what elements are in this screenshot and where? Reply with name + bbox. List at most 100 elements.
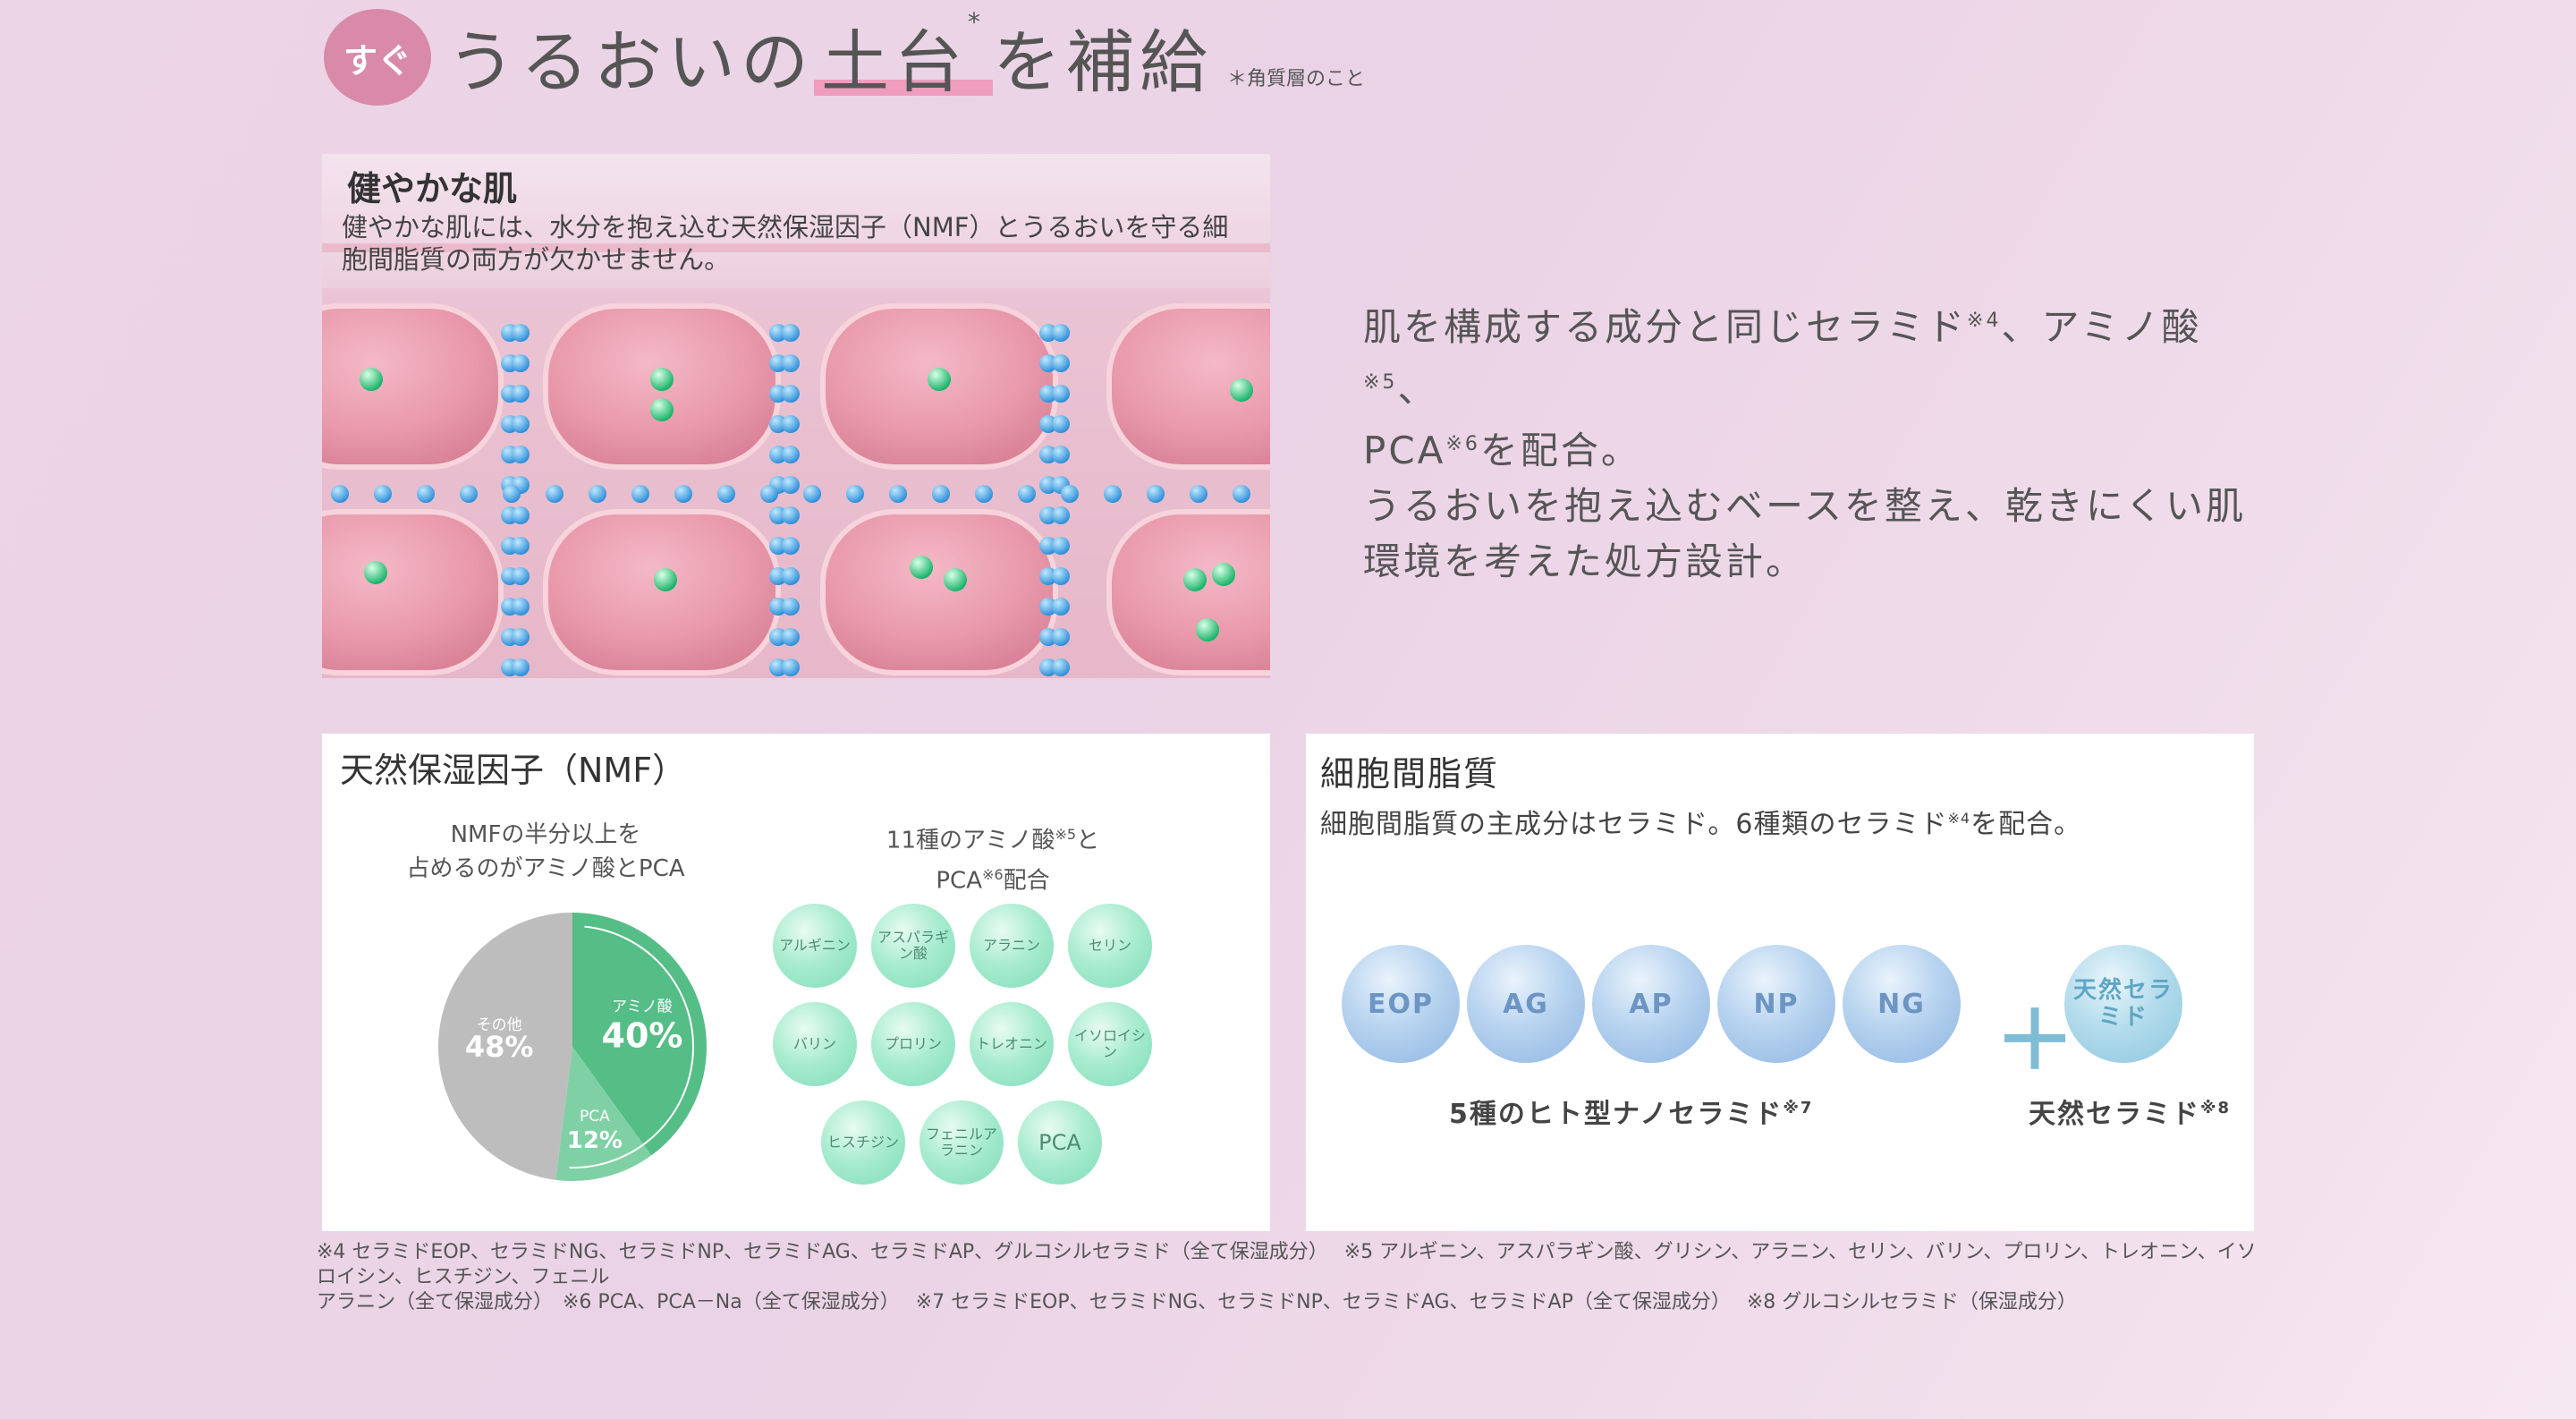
water-dot	[1052, 385, 1070, 403]
water-dot	[1052, 506, 1070, 524]
pie-value-2: 48%	[465, 1030, 534, 1064]
nano-ceramide-label: 5種のヒト型ナノセラミド※7	[1449, 1099, 1814, 1130]
water-dot	[782, 446, 800, 463]
water-dot	[512, 628, 530, 646]
water-dot	[417, 485, 435, 503]
nmf-dot	[360, 368, 383, 391]
nmf-dot	[928, 368, 951, 391]
nmf-dot	[910, 556, 933, 579]
water-dot	[1052, 598, 1070, 616]
water-dot	[460, 485, 478, 503]
water-dot	[1039, 415, 1057, 433]
footnote-line-1: ※4 セラミドEOP、セラミドNG、セラミドNP、セラミドAG、セラミドAP、グ…	[317, 1241, 2257, 1288]
water-dot	[1039, 324, 1057, 342]
water-dot	[769, 446, 787, 463]
headline-pre: うるおいの	[447, 22, 814, 102]
water-dot	[769, 537, 787, 555]
lipid-title: 細胞間脂質	[1320, 754, 1500, 794]
water-dot	[760, 485, 778, 503]
water-dot	[1039, 506, 1057, 524]
lipid-description: 細胞間脂質の主成分はセラミド。6種類のセラミド※4を配合。	[1320, 809, 2082, 840]
skin-cell	[1106, 303, 1270, 470]
water-dot	[782, 659, 800, 676]
ceramide-sphere-eop: EOP	[1342, 945, 1460, 1063]
water-dot	[769, 415, 787, 433]
skin-cell	[543, 509, 781, 676]
skin-cell	[1106, 509, 1270, 676]
water-dot	[782, 567, 800, 585]
pie-slice-1	[555, 1047, 652, 1181]
nmf-dot	[1212, 563, 1235, 586]
headline: うるおいの土台*を補給	[447, 7, 1213, 106]
water-dot	[932, 485, 950, 503]
pie-slice-0	[572, 913, 707, 1156]
water-dot	[769, 598, 787, 616]
amino-acid-sphere: セリン	[1068, 904, 1152, 988]
ceramide-sphere-ng: NG	[1843, 945, 1961, 1063]
water-dot	[331, 485, 349, 503]
ceramide-sphere-ag: AG	[1467, 945, 1585, 1063]
water-dot	[512, 385, 530, 403]
footnotes: ※4 セラミドEOP、セラミドNG、セラミドNP、セラミドAG、セラミドAP、グ…	[317, 1240, 2267, 1315]
footnote-line-2: アラニン（全て保湿成分） ※6 PCA、PCA－Na（全て保湿成分） ※7 セラ…	[317, 1291, 2077, 1313]
water-dot	[1039, 628, 1057, 646]
water-dot	[512, 659, 530, 676]
headline-highlight: 土台*	[814, 7, 993, 102]
water-dot	[1147, 485, 1165, 503]
water-dot	[1052, 628, 1070, 646]
nmf-dot	[1230, 378, 1253, 402]
nmf-dot	[364, 561, 387, 584]
water-dot	[589, 485, 606, 503]
nmf-dot	[1196, 618, 1219, 642]
skin-cell	[322, 509, 504, 676]
water-dot	[512, 567, 530, 585]
water-dot	[674, 485, 692, 503]
water-dot	[782, 628, 800, 646]
water-dot	[1052, 446, 1070, 463]
water-dot	[1039, 537, 1057, 555]
badge: すぐ	[324, 9, 431, 106]
water-dot	[769, 324, 787, 342]
nmf-dot	[654, 568, 677, 591]
nmf-title: 天然保湿因子（NMF）	[340, 751, 687, 790]
skin-illustration: 健やかな肌 健やかな肌には、水分を抱え込む天然保湿因子（NMF）とうるおいを守る…	[322, 154, 1270, 678]
water-dot	[1052, 324, 1070, 342]
natural-ceramide-label: 天然セラミド	[2072, 977, 2174, 1031]
water-dot	[1061, 485, 1079, 503]
water-dot	[512, 537, 530, 555]
pie-slice-2	[437, 913, 572, 1180]
water-dot	[769, 628, 787, 646]
ceramide-description: 肌を構成する成分と同じセラミド※4、アミノ酸※5、 PCA※6を配合。 うるおい…	[1363, 305, 2247, 583]
water-dot	[631, 485, 649, 503]
water-dot	[782, 506, 800, 524]
pie-label-0: アミノ酸	[612, 998, 673, 1016]
skin-cells-illustration	[322, 243, 1270, 678]
water-dot	[1104, 485, 1122, 503]
water-dot	[782, 476, 800, 494]
water-dot	[1052, 567, 1070, 585]
water-dot	[512, 506, 530, 524]
skin-cell	[820, 509, 1058, 676]
amino-acid-sphere: トレオニン	[970, 1002, 1054, 1086]
water-dot	[512, 415, 530, 433]
amino-acid-sphere: イソロイシン	[1068, 1002, 1152, 1086]
water-dot	[769, 567, 787, 585]
amino-acid-sphere: アラニン	[970, 904, 1054, 988]
skin-description: 健やかな肌には、水分を抱え込む天然保湿因子（NMF）とうるおいを守る細胞間脂質の…	[342, 212, 1229, 275]
water-dot	[1052, 537, 1070, 555]
amino-acid-sphere: アスパラギン酸	[871, 904, 955, 988]
water-dot	[782, 415, 800, 433]
amino-acid-sphere: ヒスチジン	[821, 1100, 905, 1185]
pie-value-1: 12%	[567, 1127, 623, 1154]
nmf-dot	[650, 368, 674, 391]
water-dot	[782, 385, 800, 403]
water-dot	[1039, 476, 1057, 494]
ceramide-sphere-ap: AP	[1592, 945, 1710, 1063]
amino-acid-sphere: フェニルアラニン	[919, 1100, 1004, 1185]
water-dot	[1039, 598, 1057, 616]
pie-arc-decoration	[569, 925, 694, 1168]
water-dot	[846, 485, 864, 503]
water-dot	[503, 485, 521, 503]
nmf-subtitle-right: 11種のアミノ酸※5と PCA※6配合	[886, 826, 1100, 895]
